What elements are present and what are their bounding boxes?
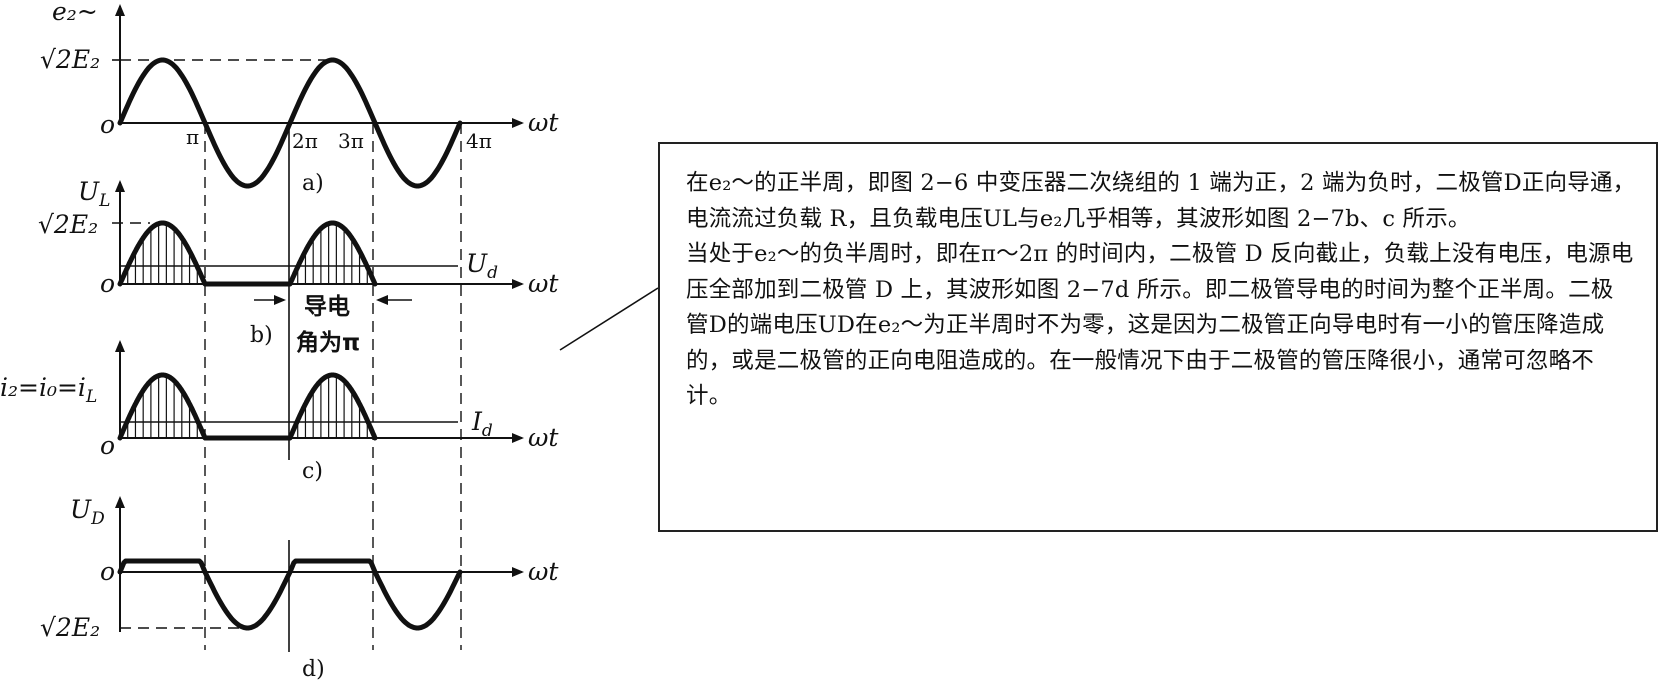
panel-c-avg-label: Id [471, 407, 493, 441]
panel-a: e₂~ √2E₂ o ωt π 2π 3π 4π a) [40, 0, 559, 196]
explanation-box: 在e₂～的正半周，即图 2−6 中变压器二次绕组的 1 端为正，2 端为负时，二… [658, 142, 1658, 532]
panel-b-caption: b) [250, 323, 273, 348]
panel-d-caption: d) [302, 657, 325, 682]
tick-3pi: 3π [338, 129, 364, 153]
explanation-paragraph-1: 在e₂～的正半周，即图 2−6 中变压器二次绕组的 1 端为正，2 端为负时，二… [686, 170, 1636, 232]
panel-a-peak-label: √2E₂ [40, 45, 100, 74]
tick-4pi: 4π [466, 129, 492, 153]
panel-b-y-label: UL [78, 177, 110, 211]
panel-c-origin: o [100, 431, 115, 460]
panel-b-avg-label: Ud [466, 249, 498, 283]
panel-b-peak-label: √2E₂ [38, 210, 98, 239]
conduction-angle-line1: 导电 [304, 294, 350, 320]
panel-c: i₂=i₀=iL o ωt Id c) [0, 340, 559, 484]
panel-c-y-label: i₂=i₀=iL [0, 373, 97, 407]
panel-c-hatching [127, 375, 368, 438]
panel-c-caption: c) [302, 459, 323, 484]
panel-a-origin: o [100, 110, 115, 139]
panel-b-half-wave [117, 220, 378, 287]
panel-c-x-label: ωt [528, 423, 559, 452]
tick-pi: π [186, 125, 199, 149]
panel-d-y-label: UD [70, 495, 105, 529]
tick-2pi: 2π [292, 129, 318, 153]
panel-d: UD o ωt √2E₂ d) [40, 495, 559, 682]
callout-leader-line [559, 287, 659, 351]
panel-a-caption: a) [302, 171, 324, 196]
panel-b-origin: o [100, 269, 115, 298]
panel-b-x-label: ωt [528, 269, 559, 298]
panel-a-y-label: e₂~ [52, 0, 98, 26]
panel-d-origin: o [100, 557, 115, 586]
panel-d-diode-voltage-wave [117, 558, 463, 631]
panel-d-neg-peak-label: √2E₂ [40, 613, 100, 642]
panel-d-x-label: ωt [528, 557, 559, 586]
explanation-paragraph-2: 当处于e₂～的负半周时，即在π～2π 的时间内，二极管 D 反向截止，负载上没有… [686, 241, 1634, 409]
conduction-angle-line2: 角为π [296, 329, 360, 356]
panel-b-hatching [127, 223, 368, 284]
panel-b: UL √2E₂ o ωt Ud 导电 角为π b) [38, 177, 559, 356]
panel-a-sine-wave [117, 57, 463, 189]
panel-c-half-wave [117, 372, 378, 441]
panel-a-x-label: ωt [528, 108, 559, 137]
